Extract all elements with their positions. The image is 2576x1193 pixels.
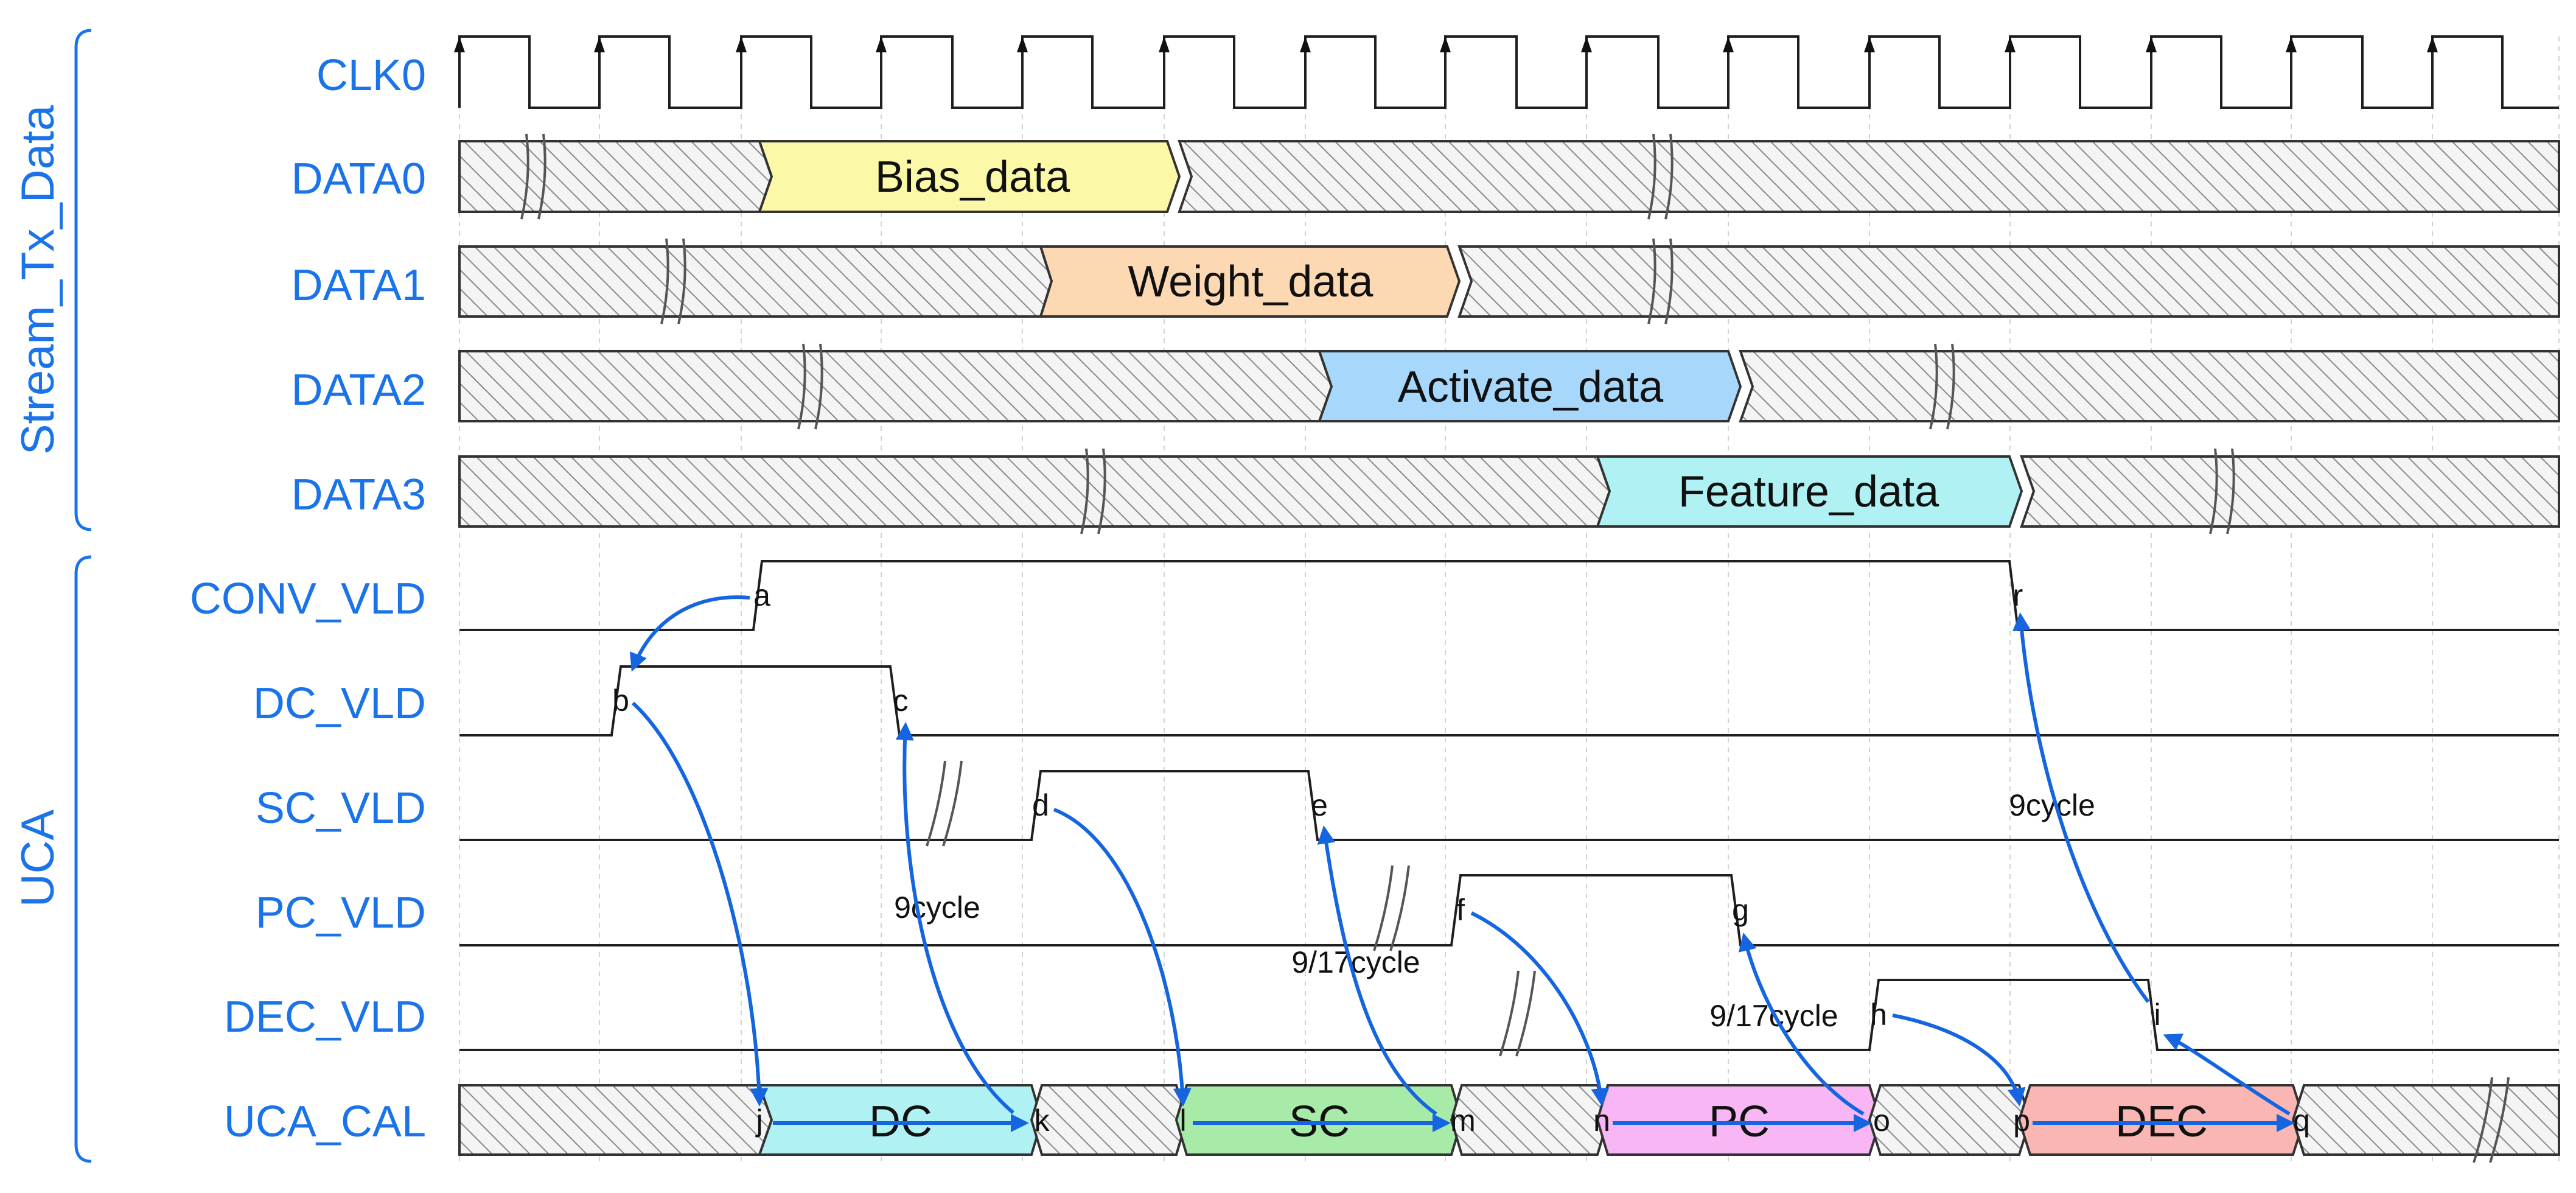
point-label-m: m xyxy=(1450,1104,1476,1138)
signal-label-conv-vld: CONV_VLD xyxy=(190,575,426,623)
point-label-j: j xyxy=(755,1104,763,1138)
point-label-l: l xyxy=(1179,1104,1186,1138)
signal-label-pc-vld: PC_VLD xyxy=(256,889,426,937)
bracket-stream-tx xyxy=(74,29,92,531)
dc-vld-wave xyxy=(459,665,2559,736)
point-label-r: r xyxy=(2013,578,2023,612)
signal-label-data1: DATA1 xyxy=(291,261,426,310)
arrow-b-to-j xyxy=(631,701,769,1107)
point-label-p: p xyxy=(2013,1104,2030,1138)
clock-grid xyxy=(459,37,2560,1163)
arrow-m-to-e xyxy=(1317,825,1437,1116)
arrow-h-to-p xyxy=(1892,1013,2026,1107)
point-labels: a b c d e f g h i j k l m n o p q r xyxy=(612,578,2310,1138)
data1-wave: Weight_data xyxy=(458,238,2560,324)
arrow-i-to-r xyxy=(2012,612,2150,1003)
data3-wave: Feature_data xyxy=(458,448,2560,534)
segment-pc xyxy=(1596,1084,1882,1156)
signal-label-data0: DATA0 xyxy=(291,155,426,203)
data0-wave: Bias_data xyxy=(458,133,2560,220)
clk0-wave xyxy=(454,35,2559,109)
segment-feature-data xyxy=(1596,455,2023,528)
arrow-k-to-c xyxy=(895,722,1014,1114)
uca-cal-wave: DC SC PC DEC xyxy=(458,1077,2560,1163)
label-bias-data: Bias_data xyxy=(875,153,1070,201)
signal-label-dec-vld: DEC_VLD xyxy=(224,993,426,1041)
signal-label-data2: DATA2 xyxy=(291,366,426,415)
arrow-f-to-n xyxy=(1470,911,1610,1107)
point-label-c: c xyxy=(893,684,909,718)
causal-arrows xyxy=(629,595,2295,1132)
signal-label-data3: DATA3 xyxy=(291,471,426,519)
pc-vld-wave xyxy=(459,865,2559,951)
point-label-d: d xyxy=(1032,788,1049,822)
conv-vld-wave xyxy=(459,560,2559,631)
label-activate-data: Activate_data xyxy=(1398,363,1664,411)
signal-label-sc-vld: SC_VLD xyxy=(256,784,426,833)
signal-label-clk0: CLK0 xyxy=(316,51,426,100)
point-label-i: i xyxy=(2154,998,2160,1032)
point-label-e: e xyxy=(1311,788,1328,822)
point-label-q: q xyxy=(2293,1104,2310,1138)
segment-bias-data xyxy=(758,140,1181,213)
point-label-n: n xyxy=(1593,1104,1610,1138)
group-label-uca: UCA xyxy=(12,809,64,907)
arrow-o-to-g xyxy=(1738,932,1865,1116)
point-label-h: h xyxy=(1870,998,1887,1032)
point-label-f: f xyxy=(1456,893,1465,927)
data2-wave: Activate_data xyxy=(458,343,2560,430)
point-label-b: b xyxy=(612,684,629,718)
arrow-a-to-b xyxy=(629,595,750,672)
arrow-q-to-i xyxy=(2163,1034,2291,1116)
segment-weight-data xyxy=(1039,245,1461,318)
bracket-uca xyxy=(74,555,92,1163)
segment-activate-data xyxy=(1318,350,1742,422)
group-label-stream-tx: Stream_Tx_Data xyxy=(12,105,64,455)
arrow-d-to-l xyxy=(1053,808,1192,1107)
annotation-sc-cycles: 9/17cycle xyxy=(1291,945,1420,979)
segment-dec xyxy=(2017,1084,2306,1156)
dec-vld-wave xyxy=(459,970,2559,1057)
signal-label-dc-vld: DC_VLD xyxy=(253,679,426,728)
point-label-o: o xyxy=(1873,1104,1890,1138)
label-feature-data: Feature_data xyxy=(1678,467,1939,516)
label-weight-data: Weight_data xyxy=(1128,257,1374,306)
point-label-a: a xyxy=(753,578,770,612)
segment-sc xyxy=(1175,1084,1464,1156)
signal-label-uca-cal: UCA_CAL xyxy=(224,1097,426,1146)
point-label-g: g xyxy=(1732,893,1749,927)
sc-vld-wave xyxy=(459,760,2559,847)
segment-dc xyxy=(758,1084,1044,1156)
annotation-dc-cycles: 9cycle xyxy=(894,890,980,925)
point-label-k: k xyxy=(1035,1104,1050,1138)
